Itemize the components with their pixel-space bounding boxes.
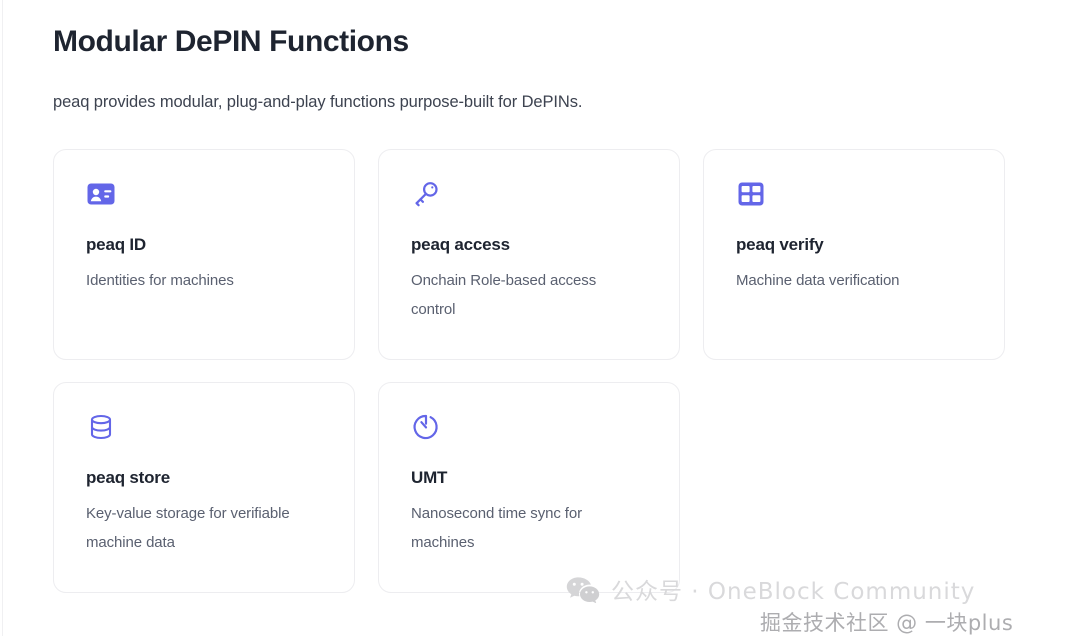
card-description: Onchain Role-based access control [411, 272, 597, 318]
table-grid-icon [736, 179, 766, 209]
function-card-grid: peaq ID Identities for machines peaq acc… [53, 149, 1006, 593]
page-subtitle: peaq provides modular, plug-and-play fun… [53, 93, 583, 111]
function-card-peaq-id[interactable]: peaq ID Identities for machines [53, 149, 355, 360]
card-description: Machine data verification [736, 272, 900, 289]
page-title: Modular DePIN Functions [53, 25, 409, 58]
function-card-peaq-access[interactable]: peaq access Onchain Role-based access co… [378, 149, 680, 360]
card-title: peaq ID [86, 235, 147, 254]
timer-icon [411, 412, 441, 442]
function-card-umt[interactable]: UMT Nanosecond time sync for machines [378, 382, 680, 593]
card-title: peaq verify [736, 235, 824, 254]
card-title: peaq access [411, 235, 510, 254]
page-left-edge-rule [2, 0, 3, 636]
function-card-peaq-verify[interactable]: peaq verify Machine data verification [703, 149, 1005, 360]
card-title: peaq store [86, 468, 170, 487]
key-icon [411, 179, 441, 209]
function-card-peaq-store[interactable]: peaq store Key-value storage for verifia… [53, 382, 355, 593]
id-card-icon [86, 179, 116, 209]
card-title: UMT [411, 468, 448, 487]
card-description: Identities for machines [86, 272, 234, 289]
database-icon [86, 412, 116, 442]
card-description: Nanosecond time sync for machines [411, 505, 583, 551]
card-description: Key-value storage for verifiable machine… [86, 505, 290, 551]
